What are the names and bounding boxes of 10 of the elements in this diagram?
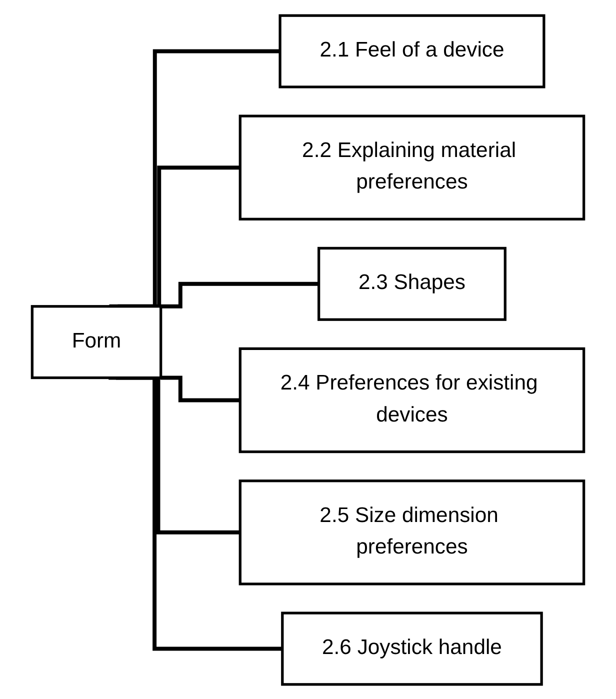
node-box: 2.2 Explaining material preferences [238,114,586,220]
node-box: 2.6 Joystick handle [281,611,543,686]
node-box: 2.5 Size dimension preferences [238,479,586,585]
node-box: Form [30,304,162,379]
connector [160,281,319,308]
node-box: 2.1 Feel of a device [278,14,546,88]
node-box: 2.4 Preferences for existing devices [238,346,586,453]
node-box: 2.3 Shapes [318,246,506,320]
connector [108,375,282,650]
connector [160,375,240,402]
